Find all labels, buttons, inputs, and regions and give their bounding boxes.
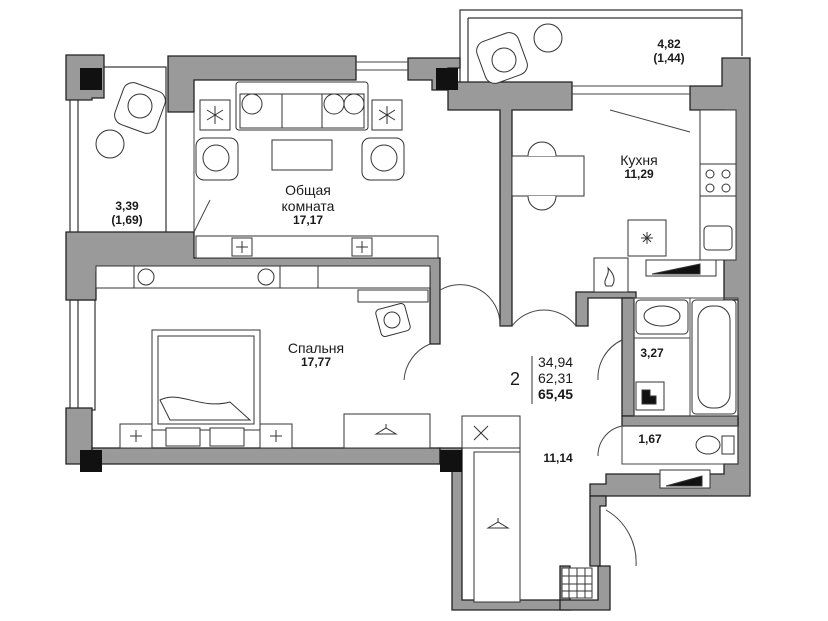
dining-table-icon [511, 141, 585, 211]
wall-living-top [167, 55, 357, 113]
hanger-icon [374, 424, 510, 529]
toilet-icon [695, 435, 735, 455]
armchair-icon [114, 32, 528, 181]
radiator-icon [95, 265, 431, 289]
wc-area: 1,67 [638, 432, 662, 446]
living-room-area: 17,17 [292, 213, 324, 228]
balcony-top-area: 4,82 [657, 37, 681, 51]
sink-icon [635, 225, 733, 335]
wall-bedroom-bottom [91, 447, 441, 465]
bathtub-icon [691, 299, 737, 415]
total-area: 62,31 [538, 370, 574, 386]
washing-machine-icon [635, 381, 665, 411]
coffee-table-icon [271, 139, 333, 171]
nightstand-icon [119, 423, 293, 449]
bathroom-area: 3,27 [640, 346, 664, 360]
wall-hall-right [559, 565, 611, 611]
wall-kitchen-top [447, 81, 573, 327]
desk-icon [357, 289, 429, 303]
columns [80, 68, 462, 472]
wall-hall-jamb [589, 495, 607, 567]
kitchen-name: Кухня [620, 152, 658, 168]
round-table-icon [95, 23, 563, 159]
hall-area: 11,14 [543, 451, 573, 465]
plant-icon [199, 99, 403, 131]
shoe-rack-icon [561, 567, 593, 599]
balcony-left-label: 3,39 (1,69) [104, 199, 150, 228]
living-room-name: Общая комната 17,17 [262, 182, 354, 228]
tv-stand-icon [195, 235, 439, 259]
kitchen-area: 11,29 [624, 167, 654, 182]
stove-icon [705, 169, 731, 193]
double-bed-icon [151, 329, 261, 431]
bedroom-name: Спальня [287, 340, 345, 356]
balcony-left-coef: (1,69) [111, 212, 143, 227]
living-area-total: 34,94 [538, 354, 574, 370]
bedroom-name-block: Спальня 17,77 [274, 340, 358, 370]
living-room-name-line1: Общая [285, 182, 331, 198]
wardrobe-icon [343, 413, 521, 603]
sofa-icon [235, 81, 369, 131]
boiler-icon [593, 257, 629, 293]
office-chair-icon [375, 302, 411, 338]
balcony-top-outline [459, 9, 743, 90]
kitchen-name-block: Кухня 11,29 [606, 152, 672, 182]
tools-icon [461, 415, 521, 449]
bedroom-area: 17,77 [300, 355, 332, 370]
rooms-count: 2 [510, 369, 521, 389]
balcony-top-label: 4,82 (1,44) [646, 37, 692, 66]
balcony-left-area: 3,39 [115, 199, 139, 213]
living-room-name-line2: комната [281, 198, 335, 215]
balcony-top-coef: (1,44) [653, 50, 685, 65]
ventilation-shaft-icon [645, 259, 717, 489]
total-area-with-balconies: 65,45 [538, 386, 574, 402]
wall-bath-mid [621, 415, 739, 427]
fridge-icon [627, 219, 667, 257]
